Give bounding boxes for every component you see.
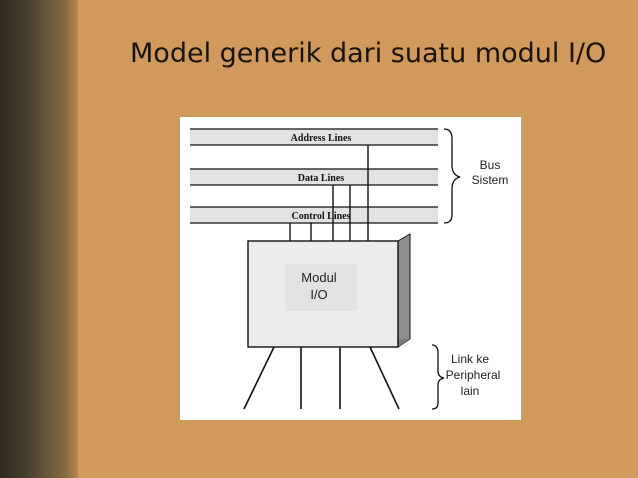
link-brace-label-line1: Link ke bbox=[451, 352, 489, 366]
module-label-line2: I/O bbox=[310, 287, 327, 302]
slide-sidebar-gradient bbox=[0, 0, 78, 478]
bus-brace-label-line2: Sistem bbox=[472, 173, 509, 187]
io-module-box bbox=[247, 233, 411, 348]
slide-title: Model generik dari suatu modul I/O bbox=[130, 38, 607, 69]
bus-brace bbox=[443, 128, 461, 224]
io-module-diagram: Address Lines Data Lines Control Lines M… bbox=[180, 117, 521, 420]
peripheral-link-lines bbox=[243, 346, 400, 410]
address-lines-label: Address Lines bbox=[291, 133, 352, 144]
link-brace-label-line3: lain bbox=[461, 384, 480, 398]
bus-connection-wires bbox=[289, 145, 369, 241]
data-lines-bus bbox=[190, 168, 438, 186]
module-label-line1: Modul bbox=[301, 270, 337, 285]
link-brace-label-line2: Peripheral bbox=[446, 368, 501, 382]
control-lines-bus bbox=[190, 206, 438, 224]
address-lines-bus bbox=[190, 128, 438, 146]
data-lines-label: Data Lines bbox=[298, 173, 345, 184]
control-lines-label: Control Lines bbox=[292, 211, 351, 222]
link-brace bbox=[431, 344, 445, 410]
bus-brace-label-line1: Bus bbox=[480, 158, 501, 172]
